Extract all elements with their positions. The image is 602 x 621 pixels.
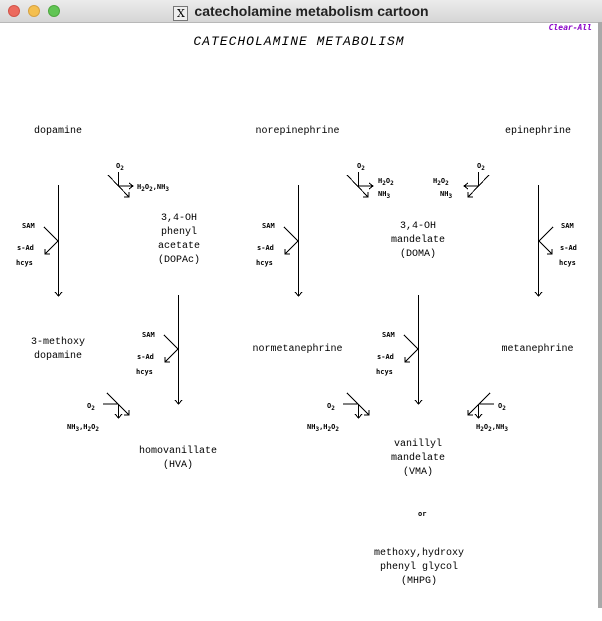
hcys-label: hcys xyxy=(559,259,576,267)
sam-label: SAM xyxy=(382,331,395,339)
o2-label: O2 xyxy=(116,162,124,172)
sad-label: s-Ad xyxy=(377,353,394,361)
nh3-h2o2-label: NH3,H2O2 xyxy=(307,423,339,433)
h2o2-label: H2O2 xyxy=(433,177,449,187)
oxidation-metanephrine-to-vma xyxy=(467,392,494,419)
o2-label: O2 xyxy=(477,162,485,172)
x11-icon: X xyxy=(173,6,189,21)
compound-normetanephrine: normetanephrine xyxy=(252,344,343,355)
hcys-label: hcys xyxy=(376,368,393,376)
compound-norepinephrine: norepinephrine xyxy=(255,126,340,137)
close-button[interactable] xyxy=(8,5,20,17)
h2o2-label: H2O2 xyxy=(378,177,394,187)
sam-label: SAM xyxy=(22,222,35,230)
compound-dopamine: dopamine xyxy=(33,126,82,137)
window-title-text: catecholamine metabolism cartoon xyxy=(194,3,429,19)
oxidation-norepinephrine-to-doma xyxy=(346,172,374,198)
arrow-norepinephrine-to-normetanephrine xyxy=(283,185,303,297)
arrow-dopac-to-hva xyxy=(163,295,183,405)
compound-epinephrine: epinephrine xyxy=(504,126,571,137)
nh3-h2o2-label: NH3,H2O2 xyxy=(67,423,99,433)
hcys-label: hcys xyxy=(256,259,273,267)
diagram-title: CATECHOLAMINE METABOLISM xyxy=(193,34,405,49)
compound-dopac: 3,4-OH phenyl acetate (DOPAc) xyxy=(157,213,200,266)
nh3-label: NH3 xyxy=(378,190,391,200)
hcys-label: hcys xyxy=(16,259,33,267)
compound-doma: 3,4-OH mandelate (DOMA) xyxy=(390,221,445,260)
sam-label: SAM xyxy=(561,222,574,230)
h2o2-nh3-label: H2O2,NH3 xyxy=(476,423,508,433)
sad-label: s-Ad xyxy=(17,244,34,252)
o2-label: O2 xyxy=(498,402,506,412)
zoom-button[interactable] xyxy=(48,5,60,17)
or-label: or xyxy=(418,510,427,518)
sad-label: s-Ad xyxy=(137,353,154,361)
scrollbar[interactable] xyxy=(598,22,602,608)
o2-label: O2 xyxy=(357,162,365,172)
hcys-label: hcys xyxy=(136,368,153,376)
pathway-arrows xyxy=(43,172,554,419)
minimize-button[interactable] xyxy=(28,5,40,17)
arrow-dopamine-to-3-methoxydopamine xyxy=(43,185,63,297)
sad-label: s-Ad xyxy=(560,244,577,252)
h2o2-nh3-label: H2O2,NH3 xyxy=(137,183,169,193)
compound-mhpg: methoxy,hydroxy phenyl glycol (MHPG) xyxy=(373,548,464,587)
clear-all-button[interactable]: Clear-All xyxy=(548,23,592,32)
compound-metanephrine: metanephrine xyxy=(501,344,574,355)
compound-vma: vanillyl mandelate (VMA) xyxy=(390,439,445,478)
oxidation-epinephrine-to-doma xyxy=(463,172,490,198)
o2-label: O2 xyxy=(87,402,95,412)
sad-label: s-Ad xyxy=(257,244,274,252)
arrow-doma-to-vma xyxy=(403,295,423,405)
o2-label: O2 xyxy=(327,402,335,412)
sam-label: SAM xyxy=(262,222,275,230)
oxidation-dopamine-to-dopac xyxy=(107,172,134,198)
sam-label: SAM xyxy=(142,331,155,339)
arrow-epinephrine-to-metanephrine xyxy=(534,185,554,297)
compound-3-methoxydopamine: 3-methoxy dopamine xyxy=(30,337,85,362)
oxidation-normetanephrine-to-vma xyxy=(343,392,370,419)
compound-hva: homovanillate (HVA) xyxy=(138,446,217,471)
oxidation-3-methoxydopamine-to-hva xyxy=(103,392,130,419)
nh3-label: NH3 xyxy=(440,190,453,200)
